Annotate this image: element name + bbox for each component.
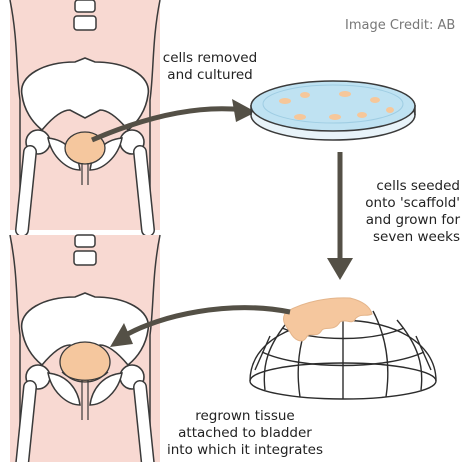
step2-line4: seven weeks	[330, 229, 460, 246]
step1-label: cells removed and cultured	[150, 50, 270, 84]
step3-label: regrown tissue attached to bladder into …	[150, 408, 340, 459]
arrow-down-head	[327, 258, 353, 280]
step1-line1: cells removed	[150, 50, 270, 67]
step2-line1: cells seeded	[330, 178, 460, 195]
step1-line2: and cultured	[150, 67, 270, 84]
image-credit: Image Credit: AB	[345, 18, 455, 33]
step3-line3: into which it integrates	[150, 442, 340, 459]
step2-line2: onto 'scaffold'	[330, 195, 460, 212]
step3-line1: regrown tissue	[150, 408, 340, 425]
step3-line2: attached to bladder	[150, 425, 340, 442]
step2-line3: and grown for	[330, 212, 460, 229]
step2-label: cells seeded onto 'scaffold' and grown f…	[330, 178, 460, 246]
pelvis-figure-top	[10, 0, 160, 230]
regrown-tissue	[283, 298, 372, 341]
